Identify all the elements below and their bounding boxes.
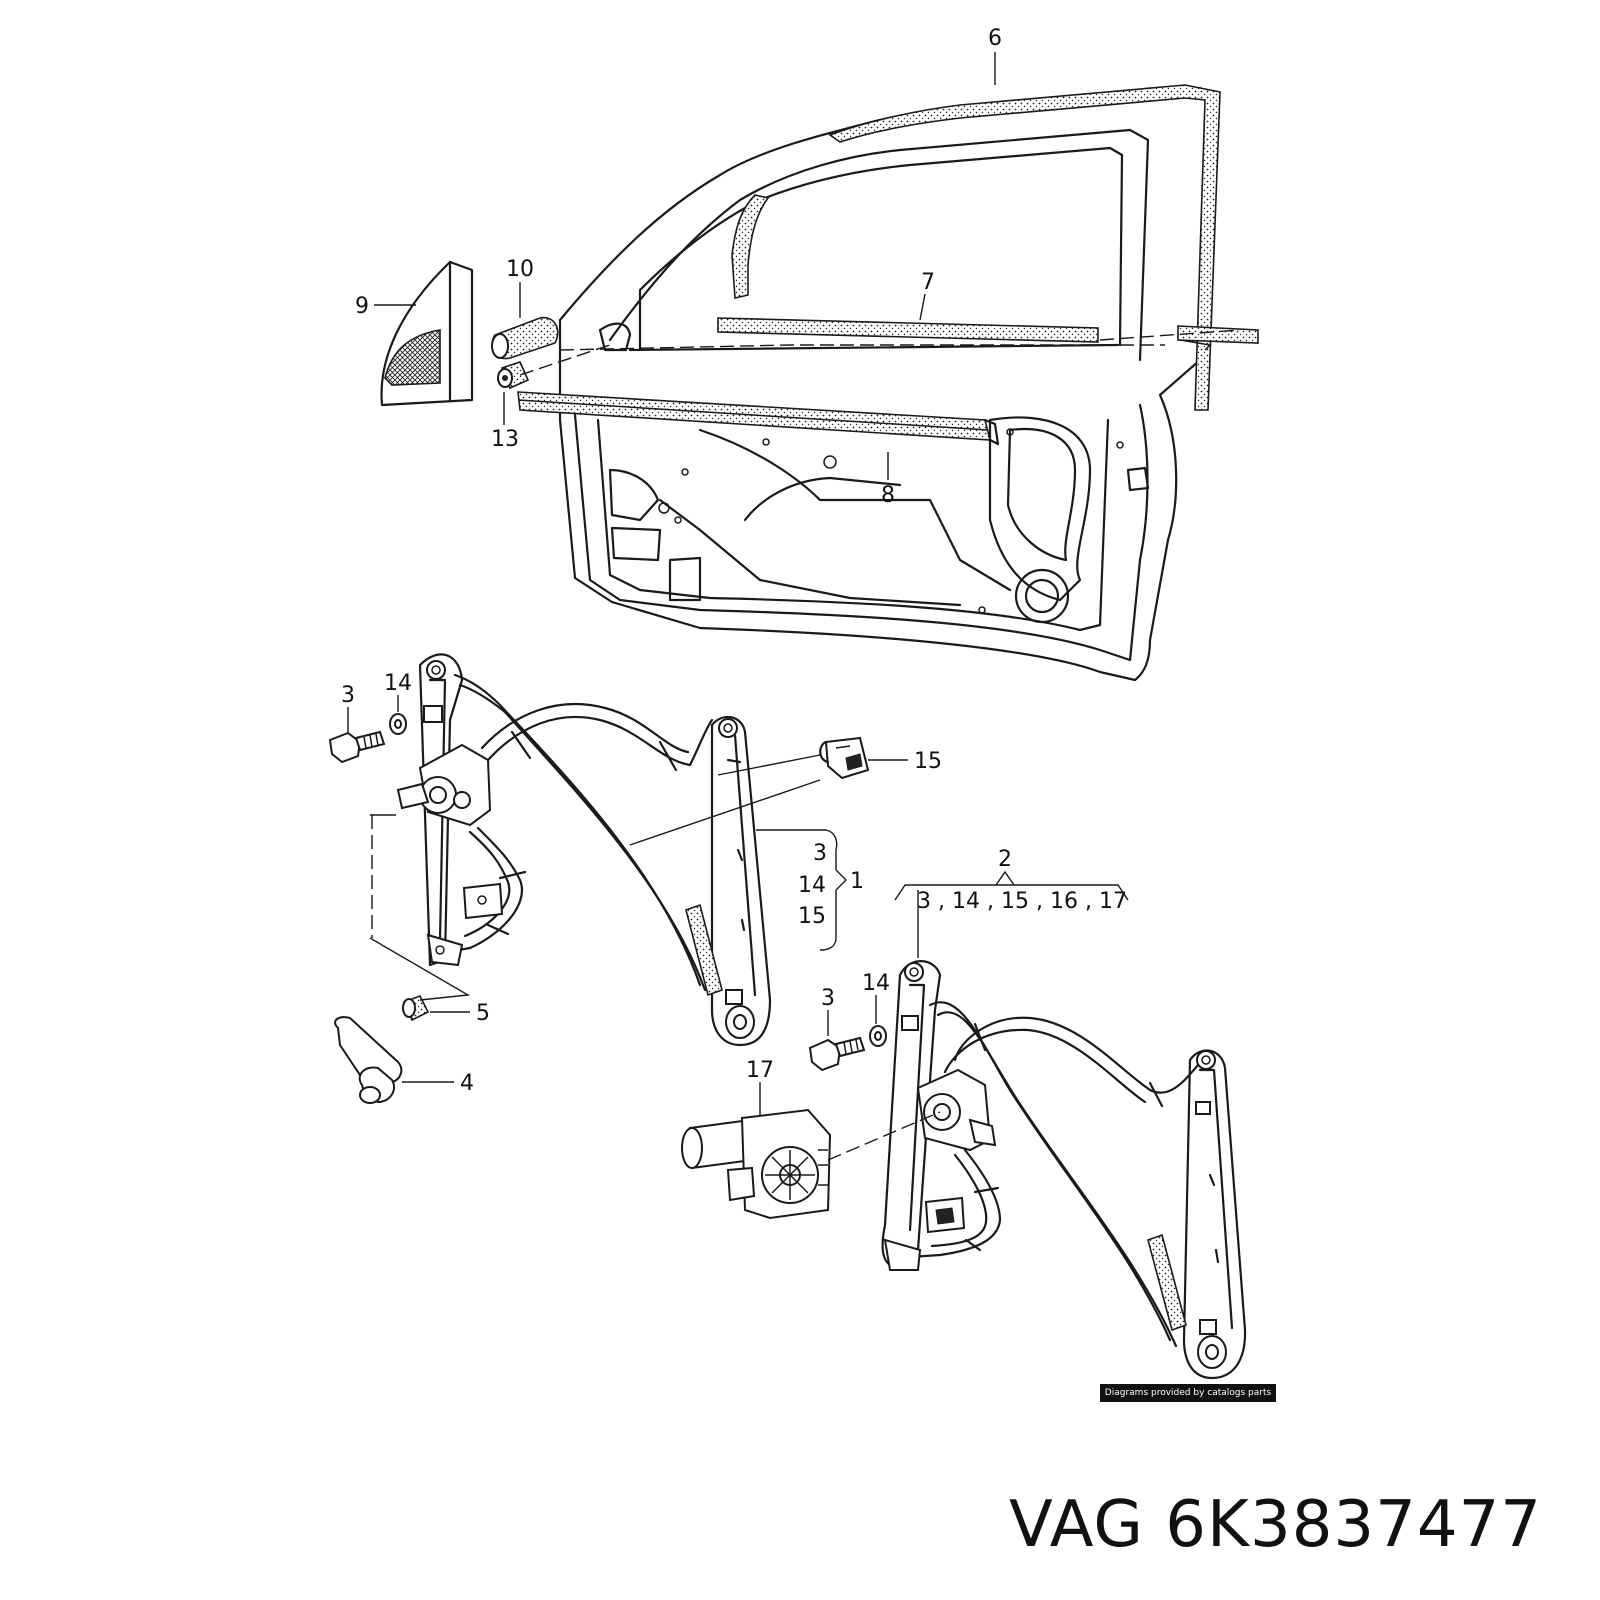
crank-handle (334, 1016, 403, 1104)
callout-15: 15 (914, 749, 942, 774)
callout-3-left: 3 (341, 683, 355, 708)
door-shell (558, 84, 1221, 682)
callout-7: 7 (921, 270, 935, 295)
callout-2: 2 (998, 847, 1012, 872)
callout-5: 5 (476, 1001, 490, 1026)
callout-9: 9 (355, 294, 369, 319)
window-regulator-electric (881, 960, 1247, 1380)
group1-item-14: 14 (798, 873, 826, 898)
callout-8: 8 (881, 483, 895, 508)
callout-14-left: 14 (384, 671, 412, 696)
washer-right (869, 1025, 887, 1047)
handle-bushing (402, 994, 430, 1022)
cable-clip (819, 736, 870, 780)
callout-1: 1 (850, 869, 864, 894)
leader-lines (347, 52, 996, 1115)
assembly-lines-lower (827, 1111, 941, 1161)
group1-item-3: 3 (813, 841, 827, 866)
callout-17: 17 (746, 1058, 774, 1083)
mirror-triangle-cover (380, 260, 474, 407)
callout-10: 10 (506, 257, 534, 282)
window-motor (681, 1108, 832, 1220)
group-bracket-1 (756, 829, 847, 951)
window-seal-inner (717, 317, 1259, 351)
window-seal-outer (517, 391, 1000, 446)
group-bracket-left (369, 814, 471, 1001)
bushing (497, 361, 530, 390)
callout-6: 6 (988, 26, 1002, 51)
callout-labels: 6 10 9 7 13 8 3 14 15 3 14 15 1 2 3 , 14… (341, 26, 1127, 1096)
group-bracket-right (894, 870, 1129, 958)
assembly-lines-upper (519, 329, 1241, 376)
washer-left (389, 713, 407, 735)
group1-item-15: 15 (798, 904, 826, 929)
callout-3-right: 3 (821, 986, 835, 1011)
callout-13: 13 (491, 427, 519, 452)
foam-insert (491, 316, 559, 360)
bolt-left (328, 730, 386, 764)
window-regulator-manual (396, 653, 821, 1047)
credit-badge: Diagrams provided by catalogs parts (1100, 1384, 1276, 1402)
bolt-right (808, 1036, 866, 1072)
group2-items: 3 , 14 , 15 , 16 , 17 (917, 889, 1127, 914)
callout-14-right: 14 (862, 971, 890, 996)
part-number-title: VAG 6K3837477 (1009, 1488, 1542, 1562)
callout-4: 4 (460, 1071, 474, 1096)
